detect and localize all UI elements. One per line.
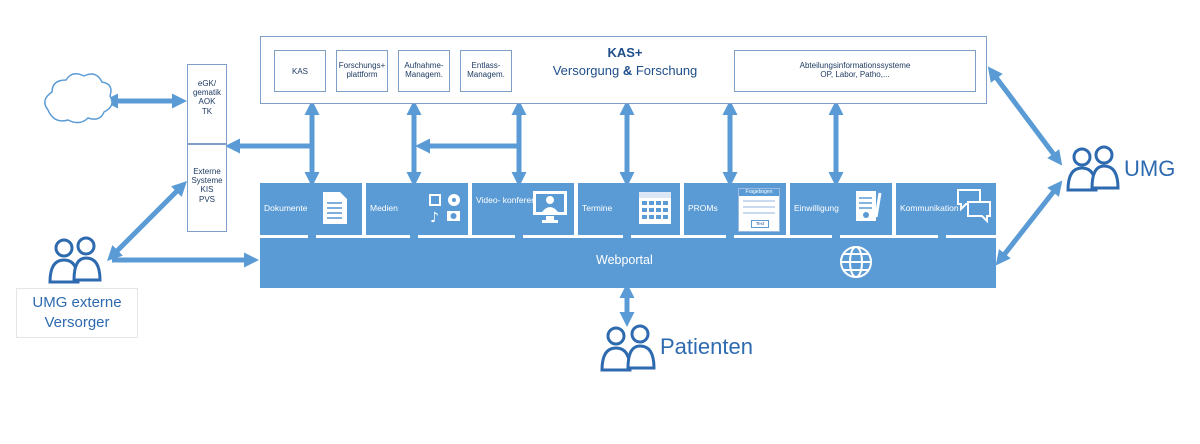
- questionnaire-line: [743, 200, 775, 202]
- arrow-umg-portal: [995, 180, 1063, 266]
- webportal-bar[interactable]: Webportal: [260, 238, 996, 288]
- externe-systeme-label: Externe Systeme KIS PVS: [191, 167, 223, 204]
- service-einwilligung[interactable]: Einwilligung: [790, 183, 892, 235]
- module-forschungsplattform-label: Forschungs+ plattform: [338, 61, 386, 80]
- connector-stub: [515, 235, 523, 239]
- chat-icon: [957, 189, 991, 223]
- kas-subtitle-amp: &: [622, 63, 633, 78]
- patienten-people-icon: [600, 324, 656, 372]
- kas-subtitle-forschung: Forschung: [635, 63, 698, 78]
- service-dokumente-label: Dokumente: [264, 203, 308, 213]
- service-videokonferenzen-label: Video- konferenzen: [476, 195, 550, 205]
- globe-icon: [840, 246, 872, 278]
- questionnaire-icon: Fragebogen Text: [738, 188, 780, 232]
- module-kas: KAS: [274, 50, 326, 92]
- document-icon: [323, 192, 347, 224]
- extern-label: UMG externe Versorger: [32, 294, 122, 331]
- calendar-icon: [639, 192, 671, 224]
- umg-label: UMG: [1124, 156, 1176, 181]
- svg-text:♪: ♪: [430, 210, 439, 225]
- abteilung-box: Abteilungsinformationssysteme OP, Labor,…: [734, 50, 976, 92]
- video-conference-icon: [533, 191, 567, 223]
- service-kommunikation[interactable]: Kommunikation: [896, 183, 996, 235]
- connector-stub: [832, 235, 840, 239]
- cloud-icon: [44, 73, 113, 124]
- service-dokumente[interactable]: Dokumente: [260, 183, 362, 235]
- module-kas-label: KAS: [291, 67, 308, 76]
- arrow-umg-kas: [987, 66, 1063, 166]
- service-medien-label: Medien: [370, 203, 398, 213]
- connector-stub: [308, 235, 316, 239]
- service-proms[interactable]: PROMs Fragebogen Text: [684, 183, 786, 235]
- service-videokonferenzen[interactable]: Video- konferenzen: [472, 183, 574, 235]
- egk-label: eGK/ gematik AOK TK: [192, 79, 221, 116]
- connector-stub: [726, 235, 734, 239]
- module-aufnahme: Aufnahme- Managem.: [398, 50, 450, 92]
- kas-title: KAS+: [607, 45, 643, 60]
- externe-systeme-box: Externe Systeme KIS PVS: [187, 144, 227, 232]
- module-entlass: Entlass- Managem.: [460, 50, 512, 92]
- service-termine[interactable]: Termine: [578, 183, 680, 235]
- questionnaire-line: [743, 206, 775, 208]
- service-medien[interactable]: Medien ♪: [366, 183, 468, 235]
- egk-box: eGK/ gematik AOK TK: [187, 64, 227, 144]
- patienten-label: Patienten: [660, 334, 753, 359]
- kas-subtitle: Versorgung & Forschung: [530, 63, 720, 79]
- questionnaire-button: Text: [751, 220, 769, 228]
- extern-people-icon: [48, 236, 102, 284]
- media-icon: ♪: [429, 194, 460, 225]
- module-forschungsplattform: Forschungs+ plattform: [336, 50, 388, 92]
- extern-label-box: UMG externe Versorger: [16, 288, 138, 338]
- service-termine-label: Termine: [582, 203, 613, 213]
- connector-stub: [623, 235, 631, 239]
- service-proms-label: PROMs: [688, 203, 718, 213]
- questionnaire-header: Fragebogen: [739, 189, 779, 196]
- service-einwilligung-label: Einwilligung: [794, 203, 839, 213]
- kas-subtitle-versorgung: Versorgung: [552, 63, 620, 78]
- questionnaire-line: [743, 212, 775, 214]
- abteilung-label: Abteilungsinformationssysteme OP, Labor,…: [799, 61, 911, 80]
- service-kommunikation-label: Kommunikation: [900, 203, 959, 213]
- module-entlass-label: Entlass- Managem.: [467, 61, 505, 80]
- connector-stub: [410, 235, 418, 239]
- arrow-externe-versorger: [107, 181, 187, 261]
- consent-icon: [856, 191, 882, 221]
- module-aufnahme-label: Aufnahme- Managem.: [404, 61, 444, 80]
- umg-people-icon: [1066, 145, 1120, 192]
- webportal-label: Webportal: [596, 253, 653, 267]
- connector-stub: [938, 235, 946, 239]
